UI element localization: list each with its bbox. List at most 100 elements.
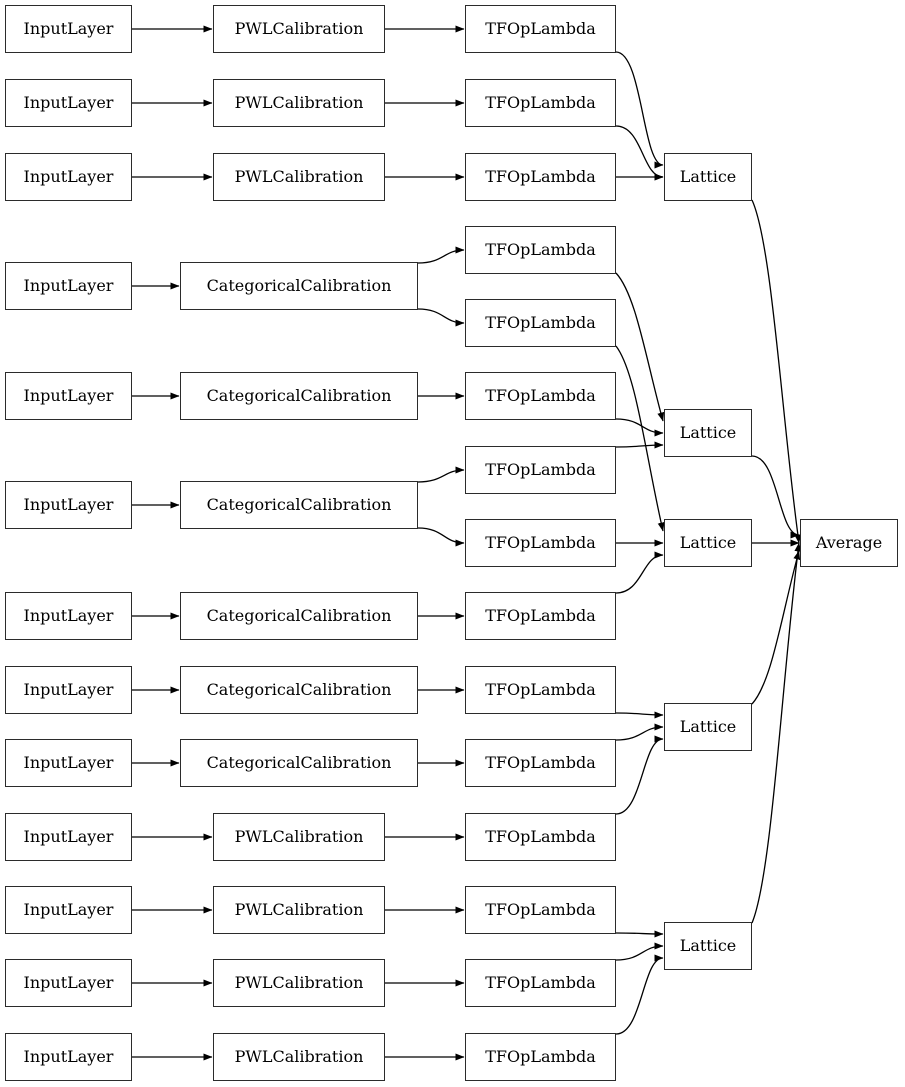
node-label: PWLCalibration	[234, 1047, 364, 1066]
node-pwlcalibration-c2[interactable]: PWLCalibration	[213, 79, 385, 127]
node-tfop-lambda-l2[interactable]: TFOpLambda	[465, 79, 616, 127]
edge-lat4-to-avg	[751, 550, 801, 705]
node-tfop-lambda-l5[interactable]: TFOpLambda	[465, 299, 616, 347]
node-label: TFOpLambda	[485, 313, 596, 332]
node-input-layer-in1[interactable]: InputLayer	[5, 5, 132, 53]
edge-l15-to-lat5	[615, 954, 664, 1035]
node-label: InputLayer	[23, 900, 114, 919]
node-input-layer-in13[interactable]: InputLayer	[5, 1033, 132, 1081]
edge-l4-to-lat2	[615, 272, 665, 422]
node-pwlcalibration-c13[interactable]: PWLCalibration	[213, 1033, 385, 1081]
node-label: InputLayer	[23, 1047, 114, 1066]
node-input-layer-in7[interactable]: InputLayer	[5, 592, 132, 640]
node-pwlcalibration-c12[interactable]: PWLCalibration	[213, 959, 385, 1007]
node-label: InputLayer	[23, 827, 114, 846]
edge-l10-to-lat4	[615, 711, 664, 719]
node-tfop-lambda-l15[interactable]: TFOpLambda	[465, 1033, 616, 1081]
node-label: TFOpLambda	[485, 900, 596, 919]
node-pwlcalibration-c11[interactable]: PWLCalibration	[213, 886, 385, 934]
node-tfop-lambda-l4[interactable]: TFOpLambda	[465, 226, 616, 274]
node-label: TFOpLambda	[485, 680, 596, 699]
node-label: TFOpLambda	[485, 827, 596, 846]
node-tfop-lambda-l11[interactable]: TFOpLambda	[465, 739, 616, 787]
node-input-layer-in6[interactable]: InputLayer	[5, 481, 132, 529]
node-label: TFOpLambda	[485, 753, 596, 772]
node-categorical-calibration-c7[interactable]: CategoricalCalibration	[180, 592, 418, 640]
node-input-layer-in5[interactable]: InputLayer	[5, 372, 132, 420]
node-label: CategoricalCalibration	[206, 680, 392, 699]
node-label: InputLayer	[23, 93, 114, 112]
node-label: PWLCalibration	[234, 93, 364, 112]
node-pwlcalibration-c1[interactable]: PWLCalibration	[213, 5, 385, 53]
node-lattice-lat5[interactable]: Lattice	[664, 922, 752, 970]
node-categorical-calibration-c5[interactable]: CategoricalCalibration	[180, 372, 418, 420]
node-label: InputLayer	[23, 753, 114, 772]
node-label: CategoricalCalibration	[206, 753, 392, 772]
node-categorical-calibration-c4[interactable]: CategoricalCalibration	[180, 262, 418, 310]
node-input-layer-in4[interactable]: InputLayer	[5, 262, 132, 310]
node-lattice-lat3[interactable]: Lattice	[664, 519, 752, 567]
node-label: TFOpLambda	[485, 533, 596, 552]
node-tfop-lambda-l6[interactable]: TFOpLambda	[465, 372, 616, 420]
node-categorical-calibration-c9[interactable]: CategoricalCalibration	[180, 739, 418, 787]
node-lattice-lat4[interactable]: Lattice	[664, 703, 752, 751]
node-tfop-lambda-l10[interactable]: TFOpLambda	[465, 666, 616, 714]
node-label: Lattice	[679, 423, 737, 442]
edge-c4-to-l5	[417, 308, 465, 327]
node-categorical-calibration-c8[interactable]: CategoricalCalibration	[180, 666, 418, 714]
node-input-layer-in11[interactable]: InputLayer	[5, 886, 132, 934]
node-label: PWLCalibration	[234, 167, 364, 186]
node-input-layer-in12[interactable]: InputLayer	[5, 959, 132, 1007]
edge-l9-to-lat3	[615, 551, 664, 594]
node-label: TFOpLambda	[485, 606, 596, 625]
node-label: TFOpLambda	[485, 240, 596, 259]
node-tfop-lambda-l1[interactable]: TFOpLambda	[465, 5, 616, 53]
edge-l14-to-lat5	[615, 942, 664, 961]
node-label: InputLayer	[23, 19, 114, 38]
node-tfop-lambda-l9[interactable]: TFOpLambda	[465, 592, 616, 640]
node-input-layer-in10[interactable]: InputLayer	[5, 813, 132, 861]
node-tfop-lambda-l8[interactable]: TFOpLambda	[465, 519, 616, 567]
node-pwlcalibration-c10[interactable]: PWLCalibration	[213, 813, 385, 861]
edge-l7-to-lat2	[615, 441, 664, 449]
node-tfop-lambda-l12[interactable]: TFOpLambda	[465, 813, 616, 861]
node-input-layer-in8[interactable]: InputLayer	[5, 666, 132, 714]
node-lattice-lat2[interactable]: Lattice	[664, 409, 752, 457]
edge-l12-to-lat4	[615, 735, 664, 815]
node-tfop-lambda-l14[interactable]: TFOpLambda	[465, 959, 616, 1007]
node-label: CategoricalCalibration	[206, 276, 392, 295]
node-label: InputLayer	[23, 495, 114, 514]
edge-l11-to-lat4	[615, 723, 664, 741]
node-label: TFOpLambda	[485, 386, 596, 405]
edge-l1-to-lat1	[615, 51, 664, 169]
node-label: Lattice	[679, 533, 737, 552]
edge-l13-to-lat5	[615, 930, 664, 938]
node-tfop-lambda-l7[interactable]: TFOpLambda	[465, 446, 616, 494]
node-tfop-lambda-l13[interactable]: TFOpLambda	[465, 886, 616, 934]
node-input-layer-in3[interactable]: InputLayer	[5, 153, 132, 201]
node-label: CategoricalCalibration	[206, 606, 392, 625]
node-tfop-lambda-l3[interactable]: TFOpLambda	[465, 153, 616, 201]
node-lattice-lat1[interactable]: Lattice	[664, 153, 752, 201]
node-label: InputLayer	[23, 973, 114, 992]
node-average-avg[interactable]: Average	[800, 519, 898, 567]
edge-c6-to-l7	[417, 466, 465, 483]
node-label: Lattice	[679, 936, 737, 955]
edge-l6-to-lat2	[615, 418, 664, 437]
node-label: PWLCalibration	[234, 827, 364, 846]
edge-c4-to-l4	[417, 246, 465, 264]
node-categorical-calibration-c6[interactable]: CategoricalCalibration	[180, 481, 418, 529]
node-label: CategoricalCalibration	[206, 386, 392, 405]
node-label: InputLayer	[23, 680, 114, 699]
node-input-layer-in9[interactable]: InputLayer	[5, 739, 132, 787]
edge-l2-to-lat1	[615, 125, 664, 181]
node-label: TFOpLambda	[485, 1047, 596, 1066]
node-label: PWLCalibration	[234, 973, 364, 992]
edge-c6-to-l8	[417, 527, 465, 547]
node-label: CategoricalCalibration	[206, 495, 392, 514]
node-input-layer-in2[interactable]: InputLayer	[5, 79, 132, 127]
node-label: TFOpLambda	[485, 460, 596, 479]
node-pwlcalibration-c3[interactable]: PWLCalibration	[213, 153, 385, 201]
edge-lat2-to-avg	[751, 455, 800, 539]
